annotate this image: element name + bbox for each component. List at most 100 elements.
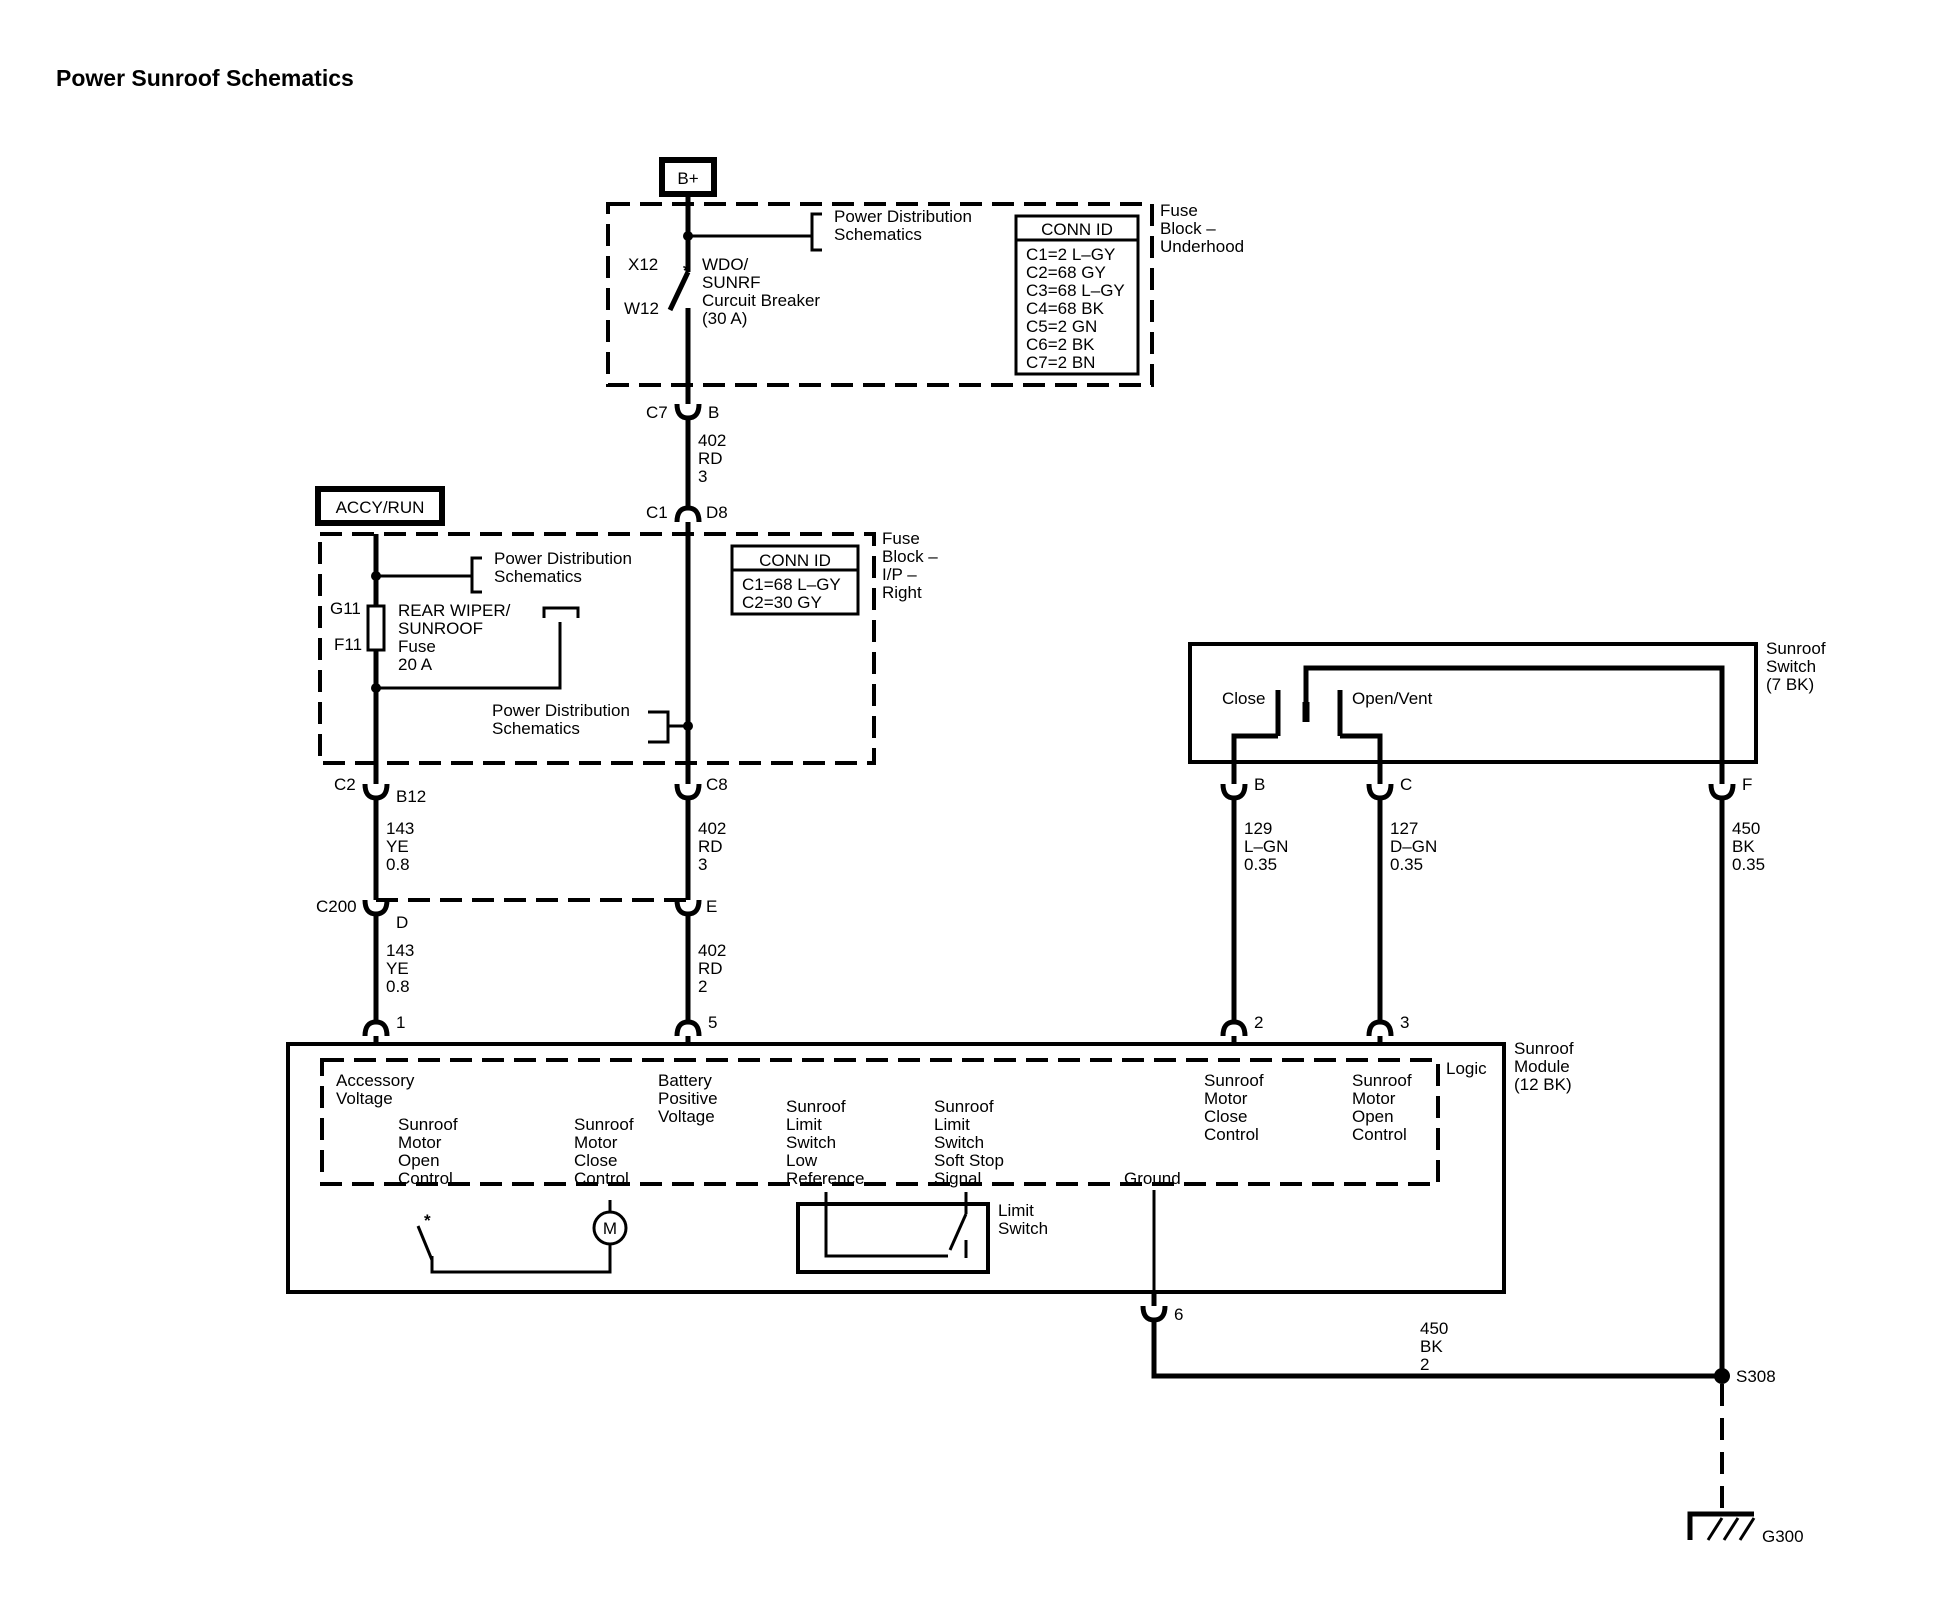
connector-c1-label: C1 (646, 503, 668, 522)
battery-source-label: B+ (677, 169, 698, 188)
conn-id-underhood-row: C1=2 L–GY (1026, 245, 1115, 264)
wire-450-switch-size: 0.35 (1732, 855, 1765, 874)
wire-450-ground-num: 450 (1420, 1319, 1448, 1338)
wire-402-mid-size: 3 (698, 855, 707, 874)
sunroof-module-box (286, 1042, 1506, 1294)
connector-c2-symbol (362, 783, 390, 801)
right-open-ctrl-line3: Open (1352, 1107, 1394, 1126)
accessory-source-label: ACCY/RUN (336, 498, 425, 517)
ground-hatch-1 (1706, 1517, 1724, 1541)
power-dist-4-line2: Schematics (492, 719, 580, 738)
splice-s308-dot (1714, 1368, 1730, 1384)
breaker-label-2: SUNRF (702, 273, 761, 292)
ground-g300-label: G300 (1762, 1527, 1804, 1546)
limit-switch-box (796, 1202, 990, 1274)
limit-low-ref-line2: Limit (786, 1115, 822, 1134)
limit-low-ref-line5: Reference (786, 1169, 864, 1188)
connector-c2-pin: B12 (396, 787, 426, 806)
switch-common-bus (1303, 665, 1725, 784)
motor-open-ctrl-line3: Open (398, 1151, 440, 1170)
wire-402-mid-color: RD (698, 837, 723, 856)
power-dist-bracket-2 (470, 556, 482, 594)
module-pin-5-symbol (674, 1019, 702, 1037)
module-ground-label: Ground (1124, 1169, 1181, 1188)
sunroof-module-name-1: Sunroof (1514, 1039, 1574, 1058)
conn-id-ip-row: C1=68 L–GY (742, 575, 841, 594)
connector-c200-e-symbol (674, 899, 702, 917)
page-title: Power Sunroof Schematics (56, 65, 354, 91)
limit-switch-low-ref-wire (824, 1192, 948, 1258)
conn-id-underhood-row: C2=68 GY (1026, 263, 1106, 282)
sunroof-switch-name-3: (7 BK) (1766, 675, 1814, 694)
battery-voltage-line2: Positive (658, 1089, 718, 1108)
conn-id-underhood-title: CONN ID (1041, 220, 1113, 239)
power-dist-2-line2: Schematics (494, 567, 582, 586)
conn-id-underhood-row: C6=2 BK (1026, 335, 1095, 354)
fuse-label-2: SUNROOF (398, 619, 483, 638)
ground-g300-icon (1687, 1511, 1754, 1540)
wire-402-lower-num: 402 (698, 941, 726, 960)
fuse-label-4: 20 A (398, 655, 433, 674)
wire-402-top-num: 402 (698, 431, 726, 450)
power-dist-4-line1: Power Distribution (492, 701, 630, 720)
wire-127-num: 127 (1390, 819, 1418, 838)
limit-switch-label-2: Switch (998, 1219, 1048, 1238)
limit-soft-stop-line3: Switch (934, 1133, 984, 1152)
fuse-branch-wire (376, 622, 562, 690)
connector-c8-label: C8 (706, 775, 728, 794)
right-close-ctrl-line2: Motor (1204, 1089, 1248, 1108)
wire-450-switch-color: BK (1732, 837, 1755, 856)
rear-wiper-sunroof-fuse-symbol (366, 604, 386, 652)
wire-143-lower-color: YE (386, 959, 409, 978)
switch-connector-f-symbol (1708, 783, 1736, 801)
switch-open-wire (1340, 733, 1383, 784)
connector-c8-symbol (674, 783, 702, 801)
wire-127-size: 0.35 (1390, 855, 1423, 874)
right-close-ctrl-line4: Control (1204, 1125, 1259, 1144)
conn-id-ip-table (730, 544, 860, 616)
wire-450-ground-size: 2 (1420, 1355, 1429, 1374)
limit-low-ref-line4: Low (786, 1151, 818, 1170)
motor-close-ctrl-line1: Sunroof (574, 1115, 634, 1134)
motor-close-ctrl-line2: Motor (574, 1133, 618, 1152)
motor-open-ctrl-line2: Motor (398, 1133, 442, 1152)
motor-open-ctrl-line4: Control (398, 1169, 453, 1188)
fuse-block-ip-name-1: Fuse (882, 529, 920, 548)
switch-connector-c-symbol (1366, 783, 1394, 801)
module-pin-1-symbol (362, 1019, 390, 1037)
breaker-label-1: WDO/ (702, 255, 749, 274)
fuse-block-ip-name-3: I/P – (882, 565, 917, 584)
limit-soft-stop-line5: Signal (934, 1169, 981, 1188)
wire-402-lower-size: 2 (698, 977, 707, 996)
limit-switch-contact (948, 1213, 968, 1251)
fuse-block-ip-outline (318, 532, 876, 765)
ground-hatch-3 (1738, 1517, 1756, 1541)
ground-hatch-2 (1722, 1517, 1740, 1541)
wire-129-num: 129 (1244, 819, 1272, 838)
motor-open-ctrl-line1: Sunroof (398, 1115, 458, 1134)
limit-soft-stop-line4: Soft Stop (934, 1151, 1004, 1170)
accessory-voltage-line2: Voltage (336, 1089, 393, 1108)
motor-relay-star: * (424, 1211, 431, 1230)
right-open-ctrl-line2: Motor (1352, 1089, 1396, 1108)
power-dist-bracket-1 (810, 212, 822, 252)
fuse-label-1: REAR WIPER/ (398, 601, 511, 620)
sunroof-module-name-3: (12 BK) (1514, 1075, 1572, 1094)
wire-402-mid-num: 402 (698, 819, 726, 838)
limit-low-ref-line3: Switch (786, 1133, 836, 1152)
breaker-label-3: Curcuit Breaker (702, 291, 820, 310)
wire-402-top-size: 3 (698, 467, 707, 486)
motor-relay-switch-symbol (416, 1225, 434, 1261)
conn-id-underhood-row: C3=68 L–GY (1026, 281, 1125, 300)
fuse-label-3: Fuse (398, 637, 436, 656)
sunroof-switch-name-2: Switch (1766, 657, 1816, 676)
module-pin-1-label: 1 (396, 1013, 405, 1032)
motor-circuit-wire (430, 1244, 612, 1274)
module-pin-5-label: 5 (708, 1013, 717, 1032)
wire-402-lower-color: RD (698, 959, 723, 978)
fuse-pin-f11: F11 (334, 635, 362, 654)
right-open-ctrl-line1: Sunroof (1352, 1071, 1412, 1090)
right-close-ctrl-line1: Sunroof (1204, 1071, 1264, 1090)
connector-c2-label: C2 (334, 775, 356, 794)
motor-close-ctrl-line4: Control (574, 1169, 629, 1188)
